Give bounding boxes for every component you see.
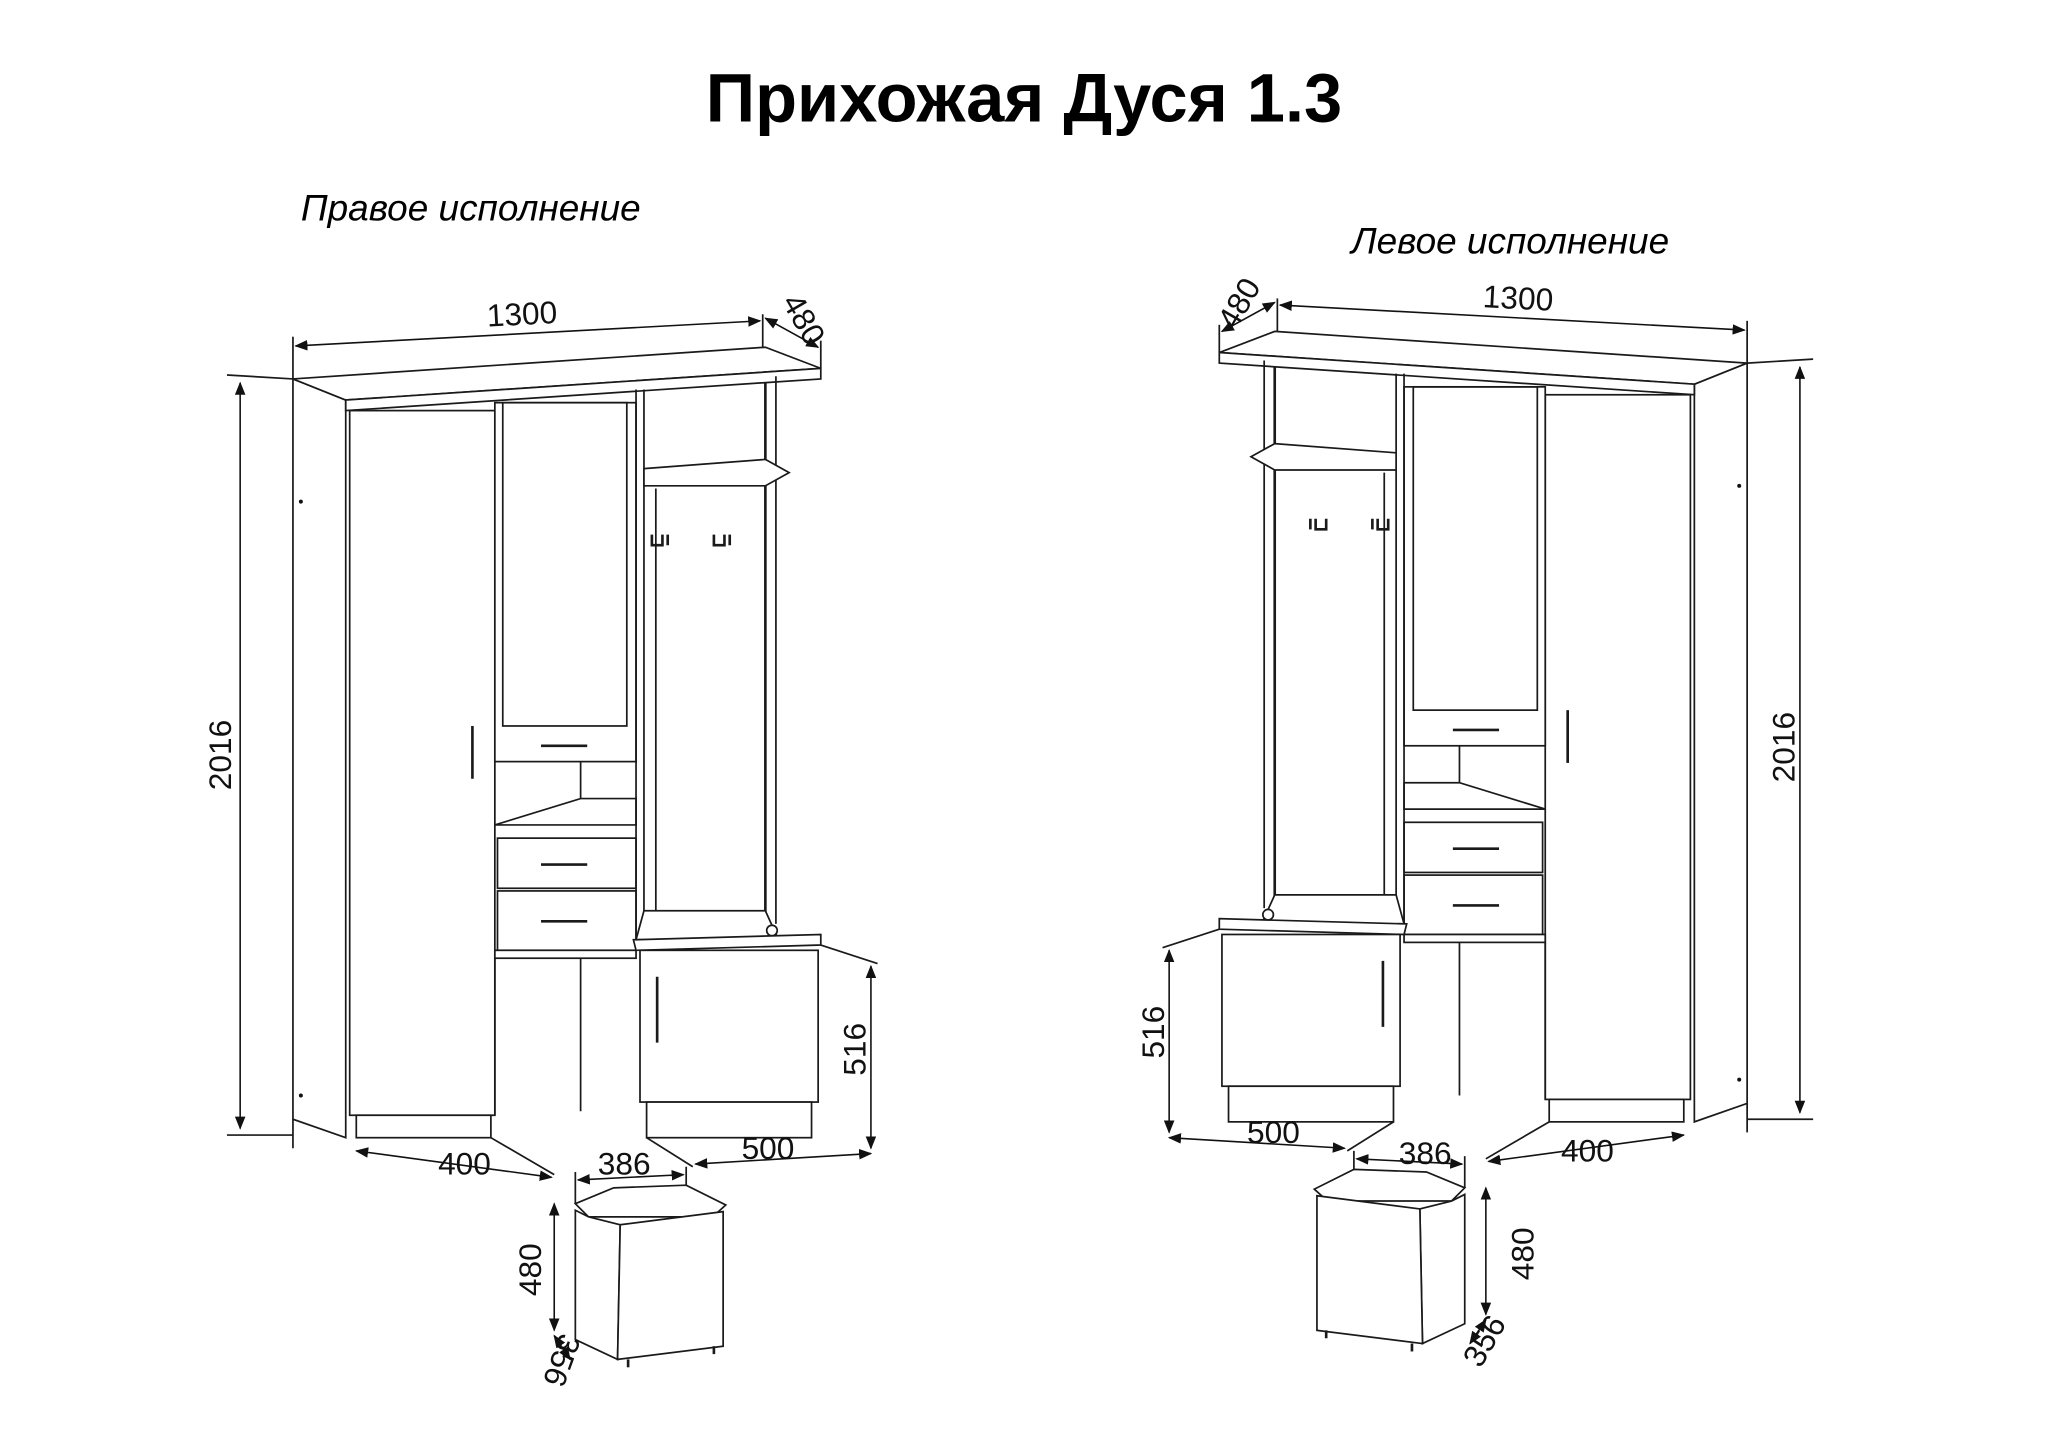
stool-height: 480 — [1504, 1227, 1540, 1280]
stool-height: 480 — [512, 1243, 548, 1296]
dim-height: 2016 — [202, 720, 238, 790]
dim-cabinet-width: 500 — [742, 1130, 795, 1166]
dim-wardrobe-width: 400 — [438, 1146, 491, 1182]
variant-label-left: Левое исполнение — [1349, 221, 1669, 262]
dim-cabinet-height: 516 — [837, 1023, 873, 1076]
page-title: Прихожая Дуся 1.3 — [706, 60, 1342, 137]
stool-width: 386 — [1399, 1135, 1452, 1171]
right-variant-drawing — [227, 314, 878, 1367]
variant-label-right: Правое исполнение — [301, 188, 641, 229]
stool-width: 386 — [598, 1146, 651, 1182]
dim-depth: 480 — [775, 287, 833, 351]
stool-depth: 356 — [536, 1330, 588, 1392]
dim-height: 2016 — [1766, 712, 1802, 782]
dim-cabinet-height: 516 — [1135, 1006, 1171, 1059]
left-variant-drawing — [1163, 298, 1814, 1351]
dim-wardrobe-width: 400 — [1561, 1132, 1614, 1168]
dim-width: 1300 — [1482, 278, 1554, 318]
dim-cabinet-width: 500 — [1247, 1114, 1300, 1150]
dim-width: 1300 — [486, 294, 558, 334]
